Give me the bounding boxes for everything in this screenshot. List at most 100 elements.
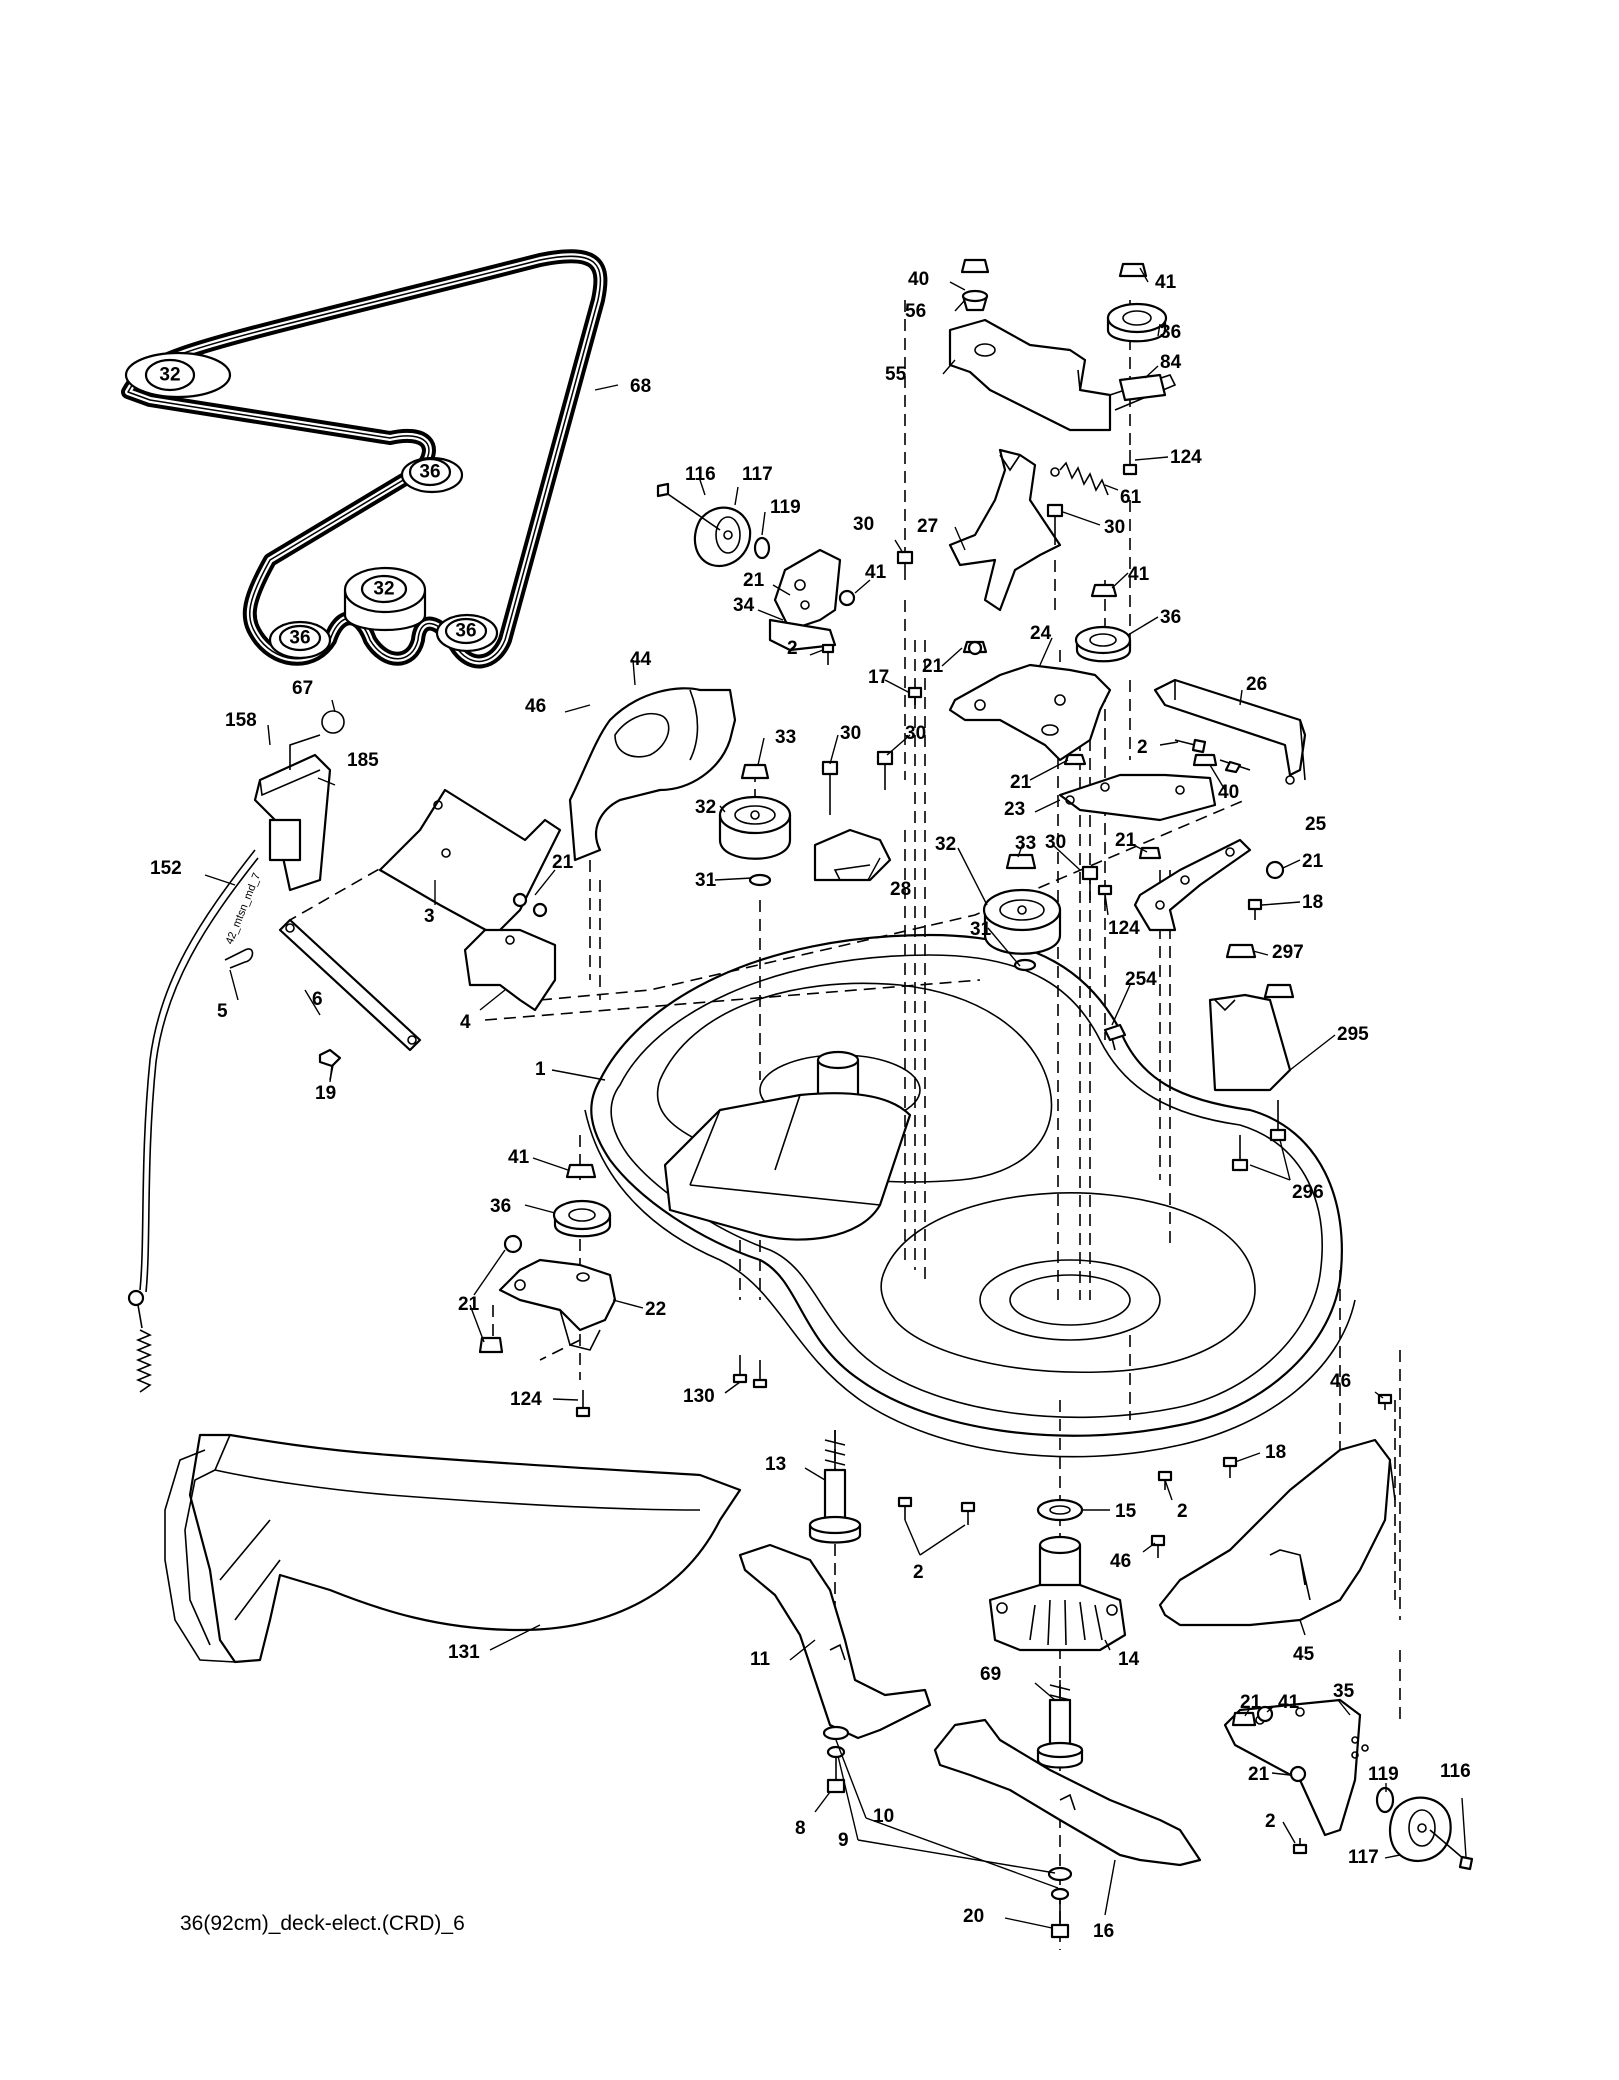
callout-label: 9	[838, 1830, 849, 1851]
callout-label: 69	[980, 1664, 1001, 1685]
washer-9-right	[1047, 1866, 1073, 1882]
cable-end-fitting	[127, 1289, 145, 1307]
callout-label: 15	[1115, 1501, 1137, 1522]
callout-label: 44	[630, 649, 652, 670]
pulley-36-top	[1106, 302, 1168, 343]
idler-arm-24	[907, 640, 1112, 762]
deflector-295	[1208, 943, 1295, 1172]
callout-label: 21	[1240, 1692, 1262, 1713]
mower-deck-housing	[584, 933, 1356, 1458]
deck-center-cover-flap	[689, 1094, 881, 1206]
callout-label: 10	[873, 1806, 894, 1827]
nut-40-26	[1192, 753, 1218, 767]
mower-belt-assembly: 32 36 32 36 36	[121, 249, 608, 669]
callout-label: 130	[683, 1386, 715, 1407]
callout-label: 46	[1110, 1551, 1131, 1572]
nut-21-25-right	[1265, 860, 1285, 880]
nut-21-upper	[967, 640, 983, 656]
idler-bracket-35	[1223, 1698, 1474, 1871]
callout-label: 2	[1137, 737, 1148, 758]
bolt-116-upper	[661, 489, 721, 531]
callout-label: 21	[1010, 772, 1032, 793]
callout-label: 30	[905, 723, 926, 744]
callout-label: 21	[1302, 851, 1324, 872]
callout-label: 16	[1093, 1921, 1114, 1942]
bolt-116-lower	[1429, 1829, 1466, 1861]
callout-label: 8	[795, 1818, 806, 1839]
callout-label: 67	[292, 678, 313, 699]
bracket-22	[478, 1234, 768, 1418]
upper-pivot-bracket-55	[948, 258, 1177, 476]
cable-152	[139, 849, 256, 1291]
washer-119-upper	[753, 536, 771, 560]
callout-label: 32	[935, 834, 956, 855]
callout-label: 18	[1302, 892, 1323, 913]
lift-handle-assembly	[127, 710, 562, 1393]
callout-label: 124	[1108, 918, 1140, 939]
callout-leader-lines	[204, 267, 1467, 1929]
nut-41-idler	[838, 589, 856, 607]
callout-label: 31	[970, 919, 992, 940]
callout-label: 61	[1120, 487, 1142, 508]
belt-pulley-label: 32	[373, 579, 394, 600]
callout-label: 41	[1128, 564, 1150, 585]
bracket-84	[1118, 373, 1167, 402]
belt-pulley-36-lower-left: 36	[268, 620, 332, 660]
callout-label: 4	[460, 1012, 471, 1033]
deck-rim	[610, 954, 1323, 1419]
callout-label: 124	[510, 1389, 542, 1410]
callout-label: 68	[630, 376, 651, 397]
callout-label: 2	[1177, 1501, 1188, 1522]
nut-297-right	[1263, 983, 1295, 999]
callout-label: 46	[1330, 1371, 1351, 1392]
callout-label: 117	[742, 464, 773, 485]
idler-pulley-36-right	[1074, 583, 1132, 663]
belt-pulley-label: 36	[419, 462, 440, 483]
switch-box	[268, 818, 302, 862]
callout-label: 36	[1160, 607, 1181, 628]
callout-label: 46	[525, 696, 546, 717]
belt-pulley-label: 32	[159, 365, 180, 386]
spindle-pulley-32-right	[982, 853, 1113, 972]
callout-label: 23	[1004, 799, 1025, 820]
callout-label: 84	[1160, 352, 1182, 373]
belt-pulley-label: 36	[289, 628, 310, 649]
callout-label: 297	[1272, 942, 1304, 963]
plate-23	[1058, 753, 1217, 822]
callout-label: 119	[1368, 1764, 1399, 1785]
deck-discharge-tube-top	[816, 1050, 860, 1070]
diagram-caption: 36(92cm)_deck-elect.(CRD)_6	[180, 1912, 465, 1935]
callout-label: 296	[1292, 1182, 1324, 1203]
lever-rod	[289, 734, 321, 770]
callout-label: 32	[695, 797, 716, 818]
deck-right-spindle-ring-inner	[1009, 1274, 1131, 1326]
pulley-117-lower	[1388, 1796, 1452, 1863]
spindle-pulley-32-left	[718, 763, 792, 887]
lift-bracket-3	[378, 788, 562, 937]
bracket-26	[1153, 678, 1307, 785]
callout-label: 41	[1155, 272, 1177, 293]
washer-10-left	[822, 1725, 850, 1741]
deck-skirt	[584, 1109, 1356, 1458]
idler-arm-34	[656, 482, 856, 665]
callout-label: 26	[1246, 674, 1267, 695]
callout-label: 14	[1118, 1649, 1140, 1670]
nut-21-22-top	[503, 1234, 523, 1254]
callout-label: 28	[890, 879, 911, 900]
screw-254	[1103, 1023, 1127, 1051]
blade-11	[738, 1543, 932, 1740]
pulley-117-upper	[693, 506, 752, 568]
callout-label: 22	[645, 1299, 666, 1320]
bolts-130	[739, 1355, 761, 1380]
callout-label: 35	[1333, 1681, 1355, 1702]
nut-33-right	[1005, 853, 1037, 870]
callout-label: 116	[1440, 1761, 1471, 1782]
callout-label: 27	[917, 516, 938, 537]
callout-label: 30	[853, 514, 874, 535]
assembly-guide-lines	[289, 300, 1401, 1950]
callout-label: 152	[150, 858, 182, 879]
callout-label: 30	[1104, 517, 1125, 538]
callout-label: 11	[750, 1649, 771, 1670]
callout-label: 30	[840, 723, 861, 744]
spindle-housing-14	[988, 1498, 1127, 1652]
